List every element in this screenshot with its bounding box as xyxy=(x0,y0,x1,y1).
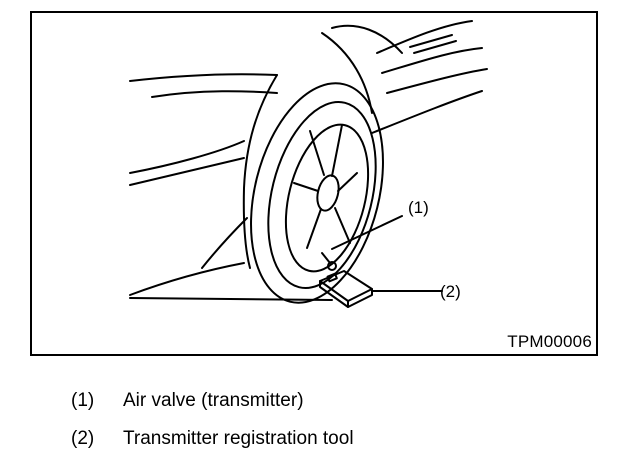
legend-text: Transmitter registration tool xyxy=(123,428,354,449)
callout-2-label: (2) xyxy=(440,282,461,301)
figure-frame: (1) (2) TPM00006 xyxy=(30,11,598,356)
legend-item: (2) Transmitter registration tool xyxy=(71,424,354,454)
legend-item: (1) Air valve (transmitter) xyxy=(71,386,354,416)
legend: (1) Air valve (transmitter) (2) Transmit… xyxy=(71,386,354,462)
callout-1-label: (1) xyxy=(408,198,429,217)
figure-id: TPM00006 xyxy=(507,332,592,351)
legend-number: (2) xyxy=(71,428,95,449)
wheel-illustration xyxy=(129,20,488,308)
legend-text: Air valve (transmitter) xyxy=(123,390,304,411)
legend-number: (1) xyxy=(71,390,95,411)
